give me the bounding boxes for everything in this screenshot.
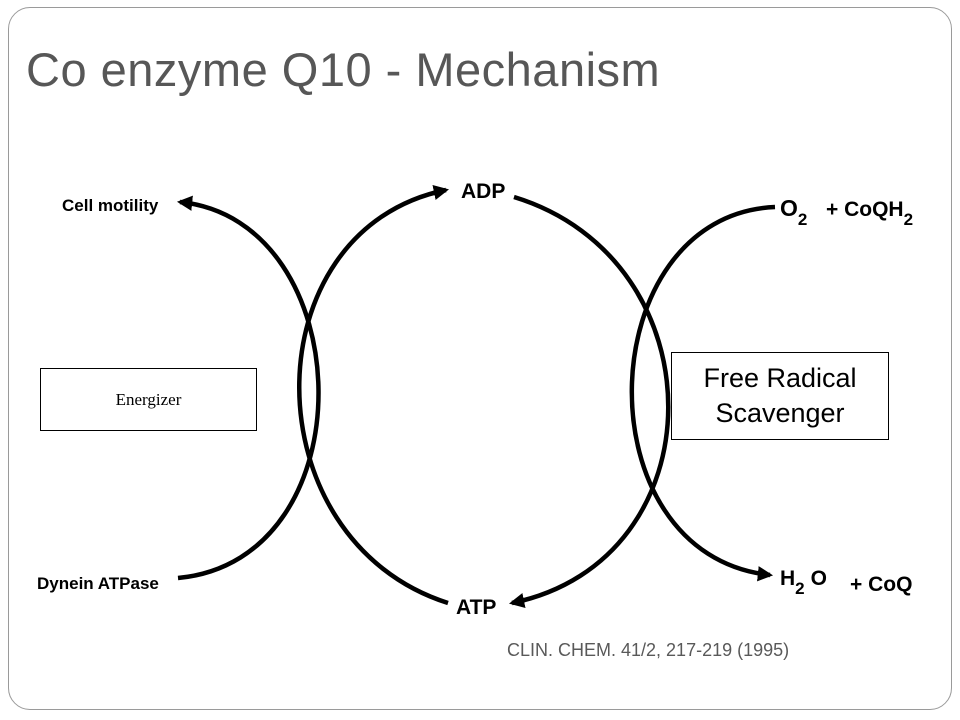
scavenger-label-line1: Free Radical [703,362,857,393]
label-coqh2: + CoQH2 [826,198,913,229]
energizer-label: Energizer [115,389,182,409]
arc-dynein-to-motility [176,195,321,581]
label-cell-motility: Cell motility [62,196,159,215]
label-dynein-atpase: Dynein ATPase [37,574,159,593]
slide-title: Co enzyme Q10 - Mechanism [26,43,661,96]
arc-oxygen-to-water [629,204,776,582]
citation: CLIN. CHEM. 41/2, 217-219 (1995) [507,640,790,660]
scavenger-label-line2: Scavenger [715,398,845,428]
arc-atp-to-adp [297,184,449,606]
label-coq: + CoQ [850,573,912,596]
arc-adp-to-atp [509,194,671,608]
label-adp: ADP [461,180,505,203]
label-oxygen: O2 [780,195,807,229]
label-atp: ATP [456,596,496,619]
energizer-box: Energizer [40,368,257,431]
free-radical-scavenger-box: Free Radical Scavenger [671,352,889,440]
